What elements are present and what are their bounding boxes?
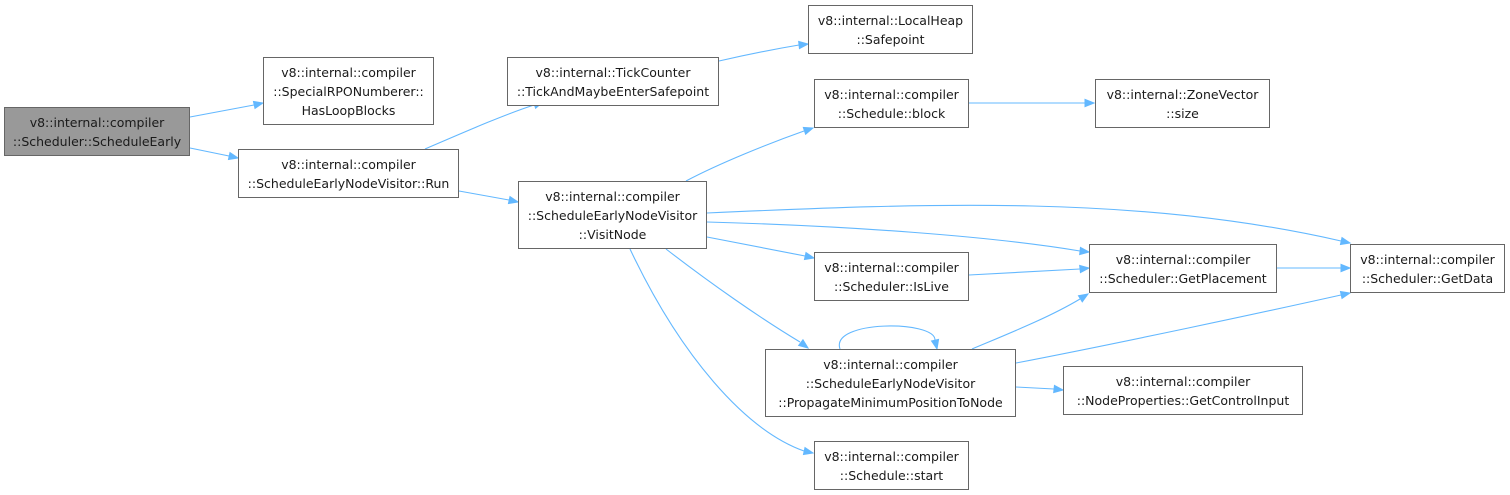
edge-line <box>1015 386 1055 390</box>
edge-visit_node-start <box>629 248 815 456</box>
node-label-line: ::ScheduleEarlyNodeVisitor <box>805 375 976 391</box>
node-label-line: v8::internal::compiler <box>1115 251 1251 267</box>
node-schedule-early-node-visitor-propagate-minimum-position-to-node[interactable]: v8::internal::compiler ::ScheduleEarlyNo… <box>765 349 1016 417</box>
node-label-line: v8::internal::compiler <box>1360 251 1495 267</box>
node-label-line: ::Safepoint <box>856 31 925 47</box>
edge-line <box>189 147 230 157</box>
edge-propagate-get_placement <box>971 293 1090 350</box>
edge-line <box>706 221 1081 252</box>
node-schedule-start[interactable]: v8::internal::compiler ::Schedule::start <box>814 441 969 490</box>
edge-line <box>968 268 1081 276</box>
node-label-line: v8::internal::LocalHeap <box>817 12 964 28</box>
arrowhead-icon <box>930 338 940 351</box>
arrowhead-icon <box>1340 263 1352 273</box>
node-schedule-block[interactable]: v8::internal::compiler ::Schedule::block <box>814 79 969 128</box>
node-label-line: HasLoopBlocks <box>301 102 396 118</box>
node-scheduler-is-live[interactable]: v8::internal::compiler ::Scheduler::IsLi… <box>814 252 969 301</box>
edge-line <box>629 248 805 452</box>
edge-visit_node-propagate <box>665 248 810 349</box>
node-label-line: ::ScheduleEarlyNodeVisitor <box>527 207 698 223</box>
node-label-line: v8::internal::compiler <box>823 356 958 372</box>
edge-line <box>839 325 936 350</box>
edge-visit_node-is_live <box>706 236 816 261</box>
node-label-line: v8::internal::ZoneVector <box>1106 86 1259 102</box>
node-label-line: ::PropagateMinimumPositionToNode <box>778 394 1003 410</box>
node-label-line: ::TickAndMaybeEnterSafepoint <box>516 83 710 99</box>
edge-line <box>971 298 1081 350</box>
node-label-line: ::Schedule::start <box>839 467 944 483</box>
arrowhead-icon <box>227 151 240 161</box>
edge-line <box>665 248 801 343</box>
arrowhead-icon <box>252 100 265 110</box>
arrowhead-icon <box>1079 246 1091 256</box>
arrowhead-icon <box>1084 98 1096 108</box>
arrowhead-icon <box>802 446 815 456</box>
arrowhead-icon <box>1077 293 1090 303</box>
node-scheduler-get-data[interactable]: v8::internal::compiler ::Scheduler::GetD… <box>1350 244 1505 293</box>
edge-line <box>718 44 800 62</box>
edge-run-tick <box>424 100 545 150</box>
arrowhead-icon <box>802 126 815 136</box>
node-label-line: ::SpecialRPONumberer:: <box>273 83 424 99</box>
node-special-rpo-numberer-has-loop-blocks[interactable]: v8::internal::compiler ::SpecialRPONumbe… <box>263 57 434 125</box>
node-label-line: ::Scheduler::GetPlacement <box>1099 270 1267 286</box>
node-label-line: v8::internal::compiler <box>824 86 959 102</box>
edge-visit_node-get_data <box>706 204 1352 246</box>
node-tick-counter-tick-and-maybe-enter-safepoint[interactable]: v8::internal::TickCounter ::TickAndMaybe… <box>507 57 719 106</box>
arrowhead-icon <box>1339 290 1352 300</box>
node-schedule-early-node-visitor-run[interactable]: v8::internal::compiler ::ScheduleEarlyNo… <box>238 149 459 198</box>
node-schedule-early-node-visitor-visit-node[interactable]: v8::internal::compiler ::ScheduleEarlyNo… <box>518 181 707 249</box>
edge-line <box>706 204 1342 242</box>
node-local-heap-safepoint[interactable]: v8::internal::LocalHeap ::Safepoint <box>808 5 973 54</box>
node-label-line: v8::internal::compiler <box>29 114 165 130</box>
node-label-line: ::VisitNode <box>578 226 647 242</box>
node-label-line: v8::internal::compiler <box>545 188 680 204</box>
arrowhead-icon <box>798 40 810 50</box>
edge-visit_node-get_placement <box>706 221 1091 256</box>
edge-line <box>1015 294 1342 364</box>
edge-get_placement-get_data <box>1277 263 1352 273</box>
edge-propagate-get_data <box>1015 290 1352 364</box>
node-scheduler-schedule-early: v8::internal::compiler ::Scheduler::Sche… <box>4 107 190 156</box>
edge-run-visit_node <box>458 190 520 205</box>
node-zone-vector-size[interactable]: v8::internal::ZoneVector ::size <box>1095 79 1270 128</box>
node-label-line: v8::internal::compiler <box>824 259 959 275</box>
node-label-line: ::ScheduleEarlyNodeVisitor::Run <box>247 175 450 191</box>
arrowhead-icon <box>803 251 816 261</box>
node-label-line: v8::internal::compiler <box>281 64 416 80</box>
arrowhead-icon <box>1053 384 1065 394</box>
edge-propagate-get_control_input <box>1015 384 1065 394</box>
node-label-line: v8::internal::compiler <box>824 448 959 464</box>
node-label-line: ::Schedule::block <box>837 105 946 121</box>
edge-line <box>424 104 535 150</box>
edge-schedule_early-run <box>189 147 240 161</box>
node-label-line: ::NodeProperties::GetControlInput <box>1076 392 1290 408</box>
node-label-line: ::Scheduler::GetData <box>1361 270 1494 286</box>
edge-line <box>458 190 510 201</box>
edge-is_live-get_placement <box>968 264 1091 276</box>
arrowhead-icon <box>797 338 810 349</box>
edge-line <box>685 130 805 182</box>
edge-schedule_early-has_loop_blocks <box>189 100 265 118</box>
edge-line <box>706 236 806 257</box>
edge-visit_node-block <box>685 126 815 182</box>
node-label-line: v8::internal::compiler <box>1115 373 1251 389</box>
arrowhead-icon <box>1339 236 1352 246</box>
arrowhead-icon <box>507 195 520 205</box>
node-scheduler-get-placement[interactable]: v8::internal::compiler ::Scheduler::GetP… <box>1089 244 1277 293</box>
edge-tick-safepoint <box>718 40 810 62</box>
edge-propagate-propagate <box>839 325 940 351</box>
edge-line <box>189 104 255 118</box>
node-label-line: ::Scheduler::ScheduleEarly <box>12 133 182 149</box>
node-label-line: ::Scheduler::IsLive <box>834 278 949 294</box>
node-node-properties-get-control-input[interactable]: v8::internal::compiler ::NodeProperties:… <box>1063 366 1303 415</box>
arrowhead-icon <box>1079 264 1091 274</box>
node-label-line: v8::internal::TickCounter <box>535 64 691 80</box>
edge-block-zone_size <box>969 98 1096 108</box>
node-label-line: ::size <box>1166 105 1199 121</box>
node-label-line: v8::internal::compiler <box>281 156 416 172</box>
